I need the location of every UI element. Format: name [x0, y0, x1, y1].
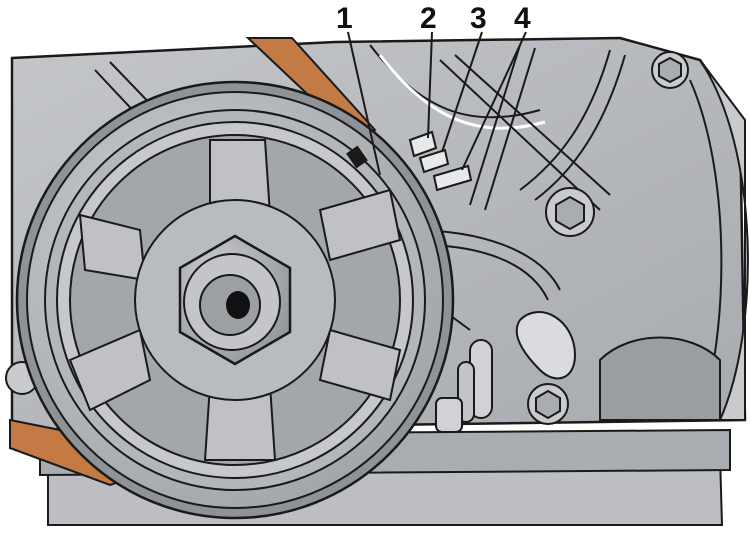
- housing-cutout: [599, 336, 721, 421]
- leader-lines: [347, 31, 527, 176]
- leader-2: [427, 31, 433, 139]
- pulley-timing-notch: [346, 145, 368, 169]
- crankshaft-bore: [226, 291, 250, 319]
- callout-4: 4: [514, 2, 531, 35]
- right-casing: [699, 59, 749, 421]
- housing-lug: [515, 311, 577, 380]
- bolt-center-right: [545, 187, 595, 237]
- leader-1: [347, 31, 381, 176]
- bolt-lower-right: [527, 383, 569, 425]
- callout-2: 2: [420, 2, 437, 35]
- scale-mark-3: [418, 148, 450, 174]
- leader-3: [441, 31, 483, 153]
- bolt-top-right: [651, 51, 689, 89]
- leader-4: [461, 31, 527, 171]
- timing-scale: [408, 130, 473, 192]
- callout-1: 1: [336, 2, 353, 35]
- crankshaft-pulley: [15, 80, 455, 520]
- scale-mark-4: [432, 164, 473, 192]
- pulley-spokes: [68, 139, 402, 461]
- callout-3: 3: [470, 2, 487, 35]
- scale-mark-2: [408, 130, 438, 158]
